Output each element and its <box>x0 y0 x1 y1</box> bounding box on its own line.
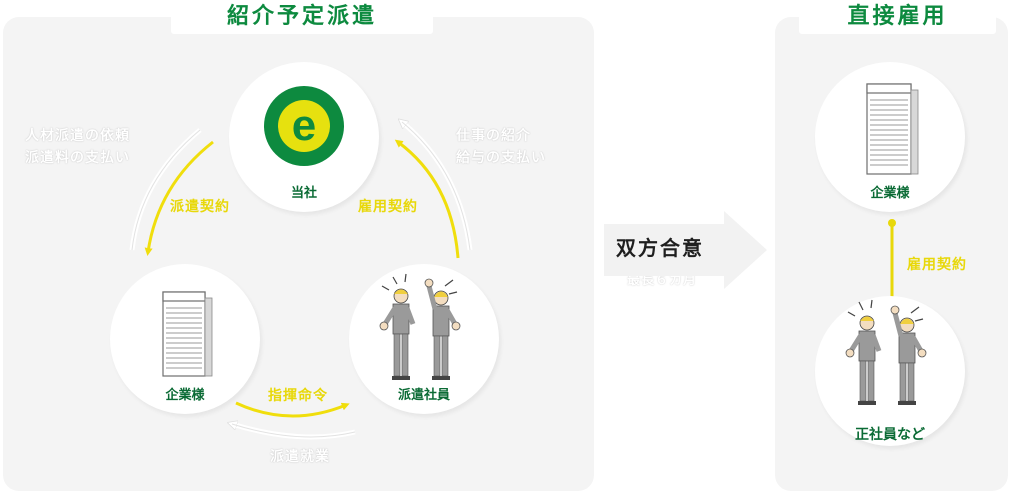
note-line: 派遣料の支払い <box>25 150 130 166</box>
dispatched-staff-node: 派遣社員 <box>349 264 499 414</box>
client-request-note: 人材派遣の依頼 派遣料の支払い <box>25 125 130 169</box>
building-icon <box>866 83 919 175</box>
job-intro-note: 仕事の紹介 給与の支払い <box>456 125 546 169</box>
building-icon <box>162 291 213 377</box>
dispatched-staff-label: 派遣社員 <box>397 388 450 403</box>
cheering-people-icon <box>845 299 927 405</box>
instruction-arrow <box>235 401 350 418</box>
logo-letter: e <box>292 101 316 150</box>
our-company-label: 当社 <box>290 186 317 201</box>
direct-hire-title: 直接雇用 <box>799 0 996 34</box>
note-line: 仕事の紹介 <box>456 128 531 144</box>
company-logo: e <box>264 86 344 166</box>
faint-arc-left-edge <box>131 129 201 251</box>
note-line: 人材派遣の依頼 <box>25 128 130 144</box>
note-line: 給与の支払い <box>456 150 546 166</box>
dispatch-contract-arrow <box>144 140 214 256</box>
dispatch-work-note: 派遣就業 <box>270 449 330 465</box>
hiring-company-label: 企業様 <box>870 186 910 201</box>
direct-employment-label: 雇用契約 <box>907 257 967 273</box>
mutual-consent-arrow <box>604 211 767 289</box>
hiring-company-node: 企業様 <box>815 62 965 212</box>
client-company-node: 企業様 <box>110 264 260 414</box>
dispatch-contract-label: 派遣契約 <box>170 199 230 215</box>
faint-arc-left <box>129 128 202 251</box>
faint-arc-bottom-edge <box>231 423 356 438</box>
regular-employee-label: 正社員など <box>855 427 925 443</box>
faint-arc-right-edge <box>401 121 471 251</box>
link-dot-top <box>888 219 896 227</box>
employment-contract-label: 雇用契約 <box>358 199 418 215</box>
instruction-label: 指揮命令 <box>268 388 328 404</box>
regular-employee-node: 正社員など <box>815 296 965 446</box>
employment-contract-arrow <box>394 139 460 259</box>
mutual-consent-text: 双方合意 <box>616 236 704 260</box>
temp-to-perm-title: 紹介予定派遣 <box>171 0 433 34</box>
cheering-people-icon <box>379 273 461 380</box>
client-company-label: 企業様 <box>165 388 205 403</box>
max-period-note: 最長６カ月 <box>627 273 698 288</box>
our-company-node: e 当社 <box>229 62 379 212</box>
